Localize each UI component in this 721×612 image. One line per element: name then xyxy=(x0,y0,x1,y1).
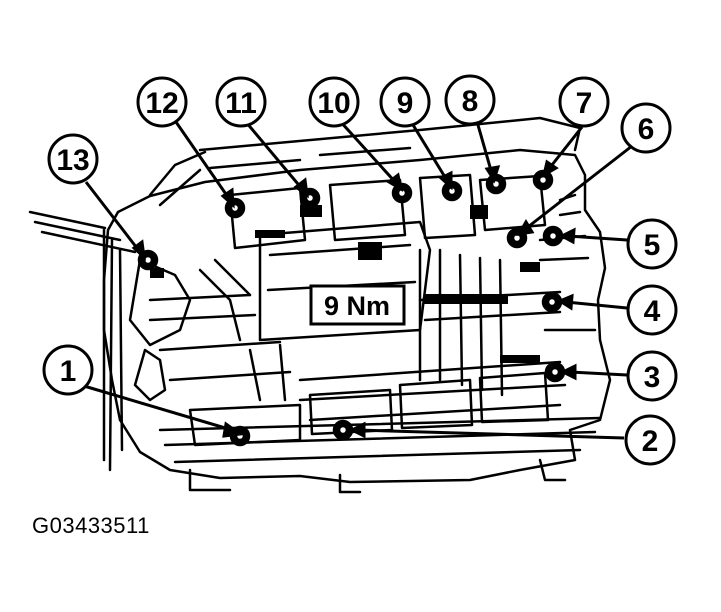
svg-text:3: 3 xyxy=(644,361,661,394)
callout-12: 12 xyxy=(136,76,188,128)
svg-text:1: 1 xyxy=(60,355,77,388)
bolt-13 xyxy=(137,249,159,271)
figure-id: G03433511 xyxy=(32,513,150,538)
callout-10: 10 xyxy=(308,76,360,128)
callout-1: 1 xyxy=(42,344,94,396)
callout-8: 8 xyxy=(444,74,496,126)
bolt-5 xyxy=(542,225,564,247)
callout-2: 2 xyxy=(624,414,676,466)
svg-text:6: 6 xyxy=(638,113,655,146)
callout-3: 3 xyxy=(626,350,678,402)
svg-text:11: 11 xyxy=(225,87,257,120)
svg-text:13: 13 xyxy=(56,144,89,177)
svg-text:9: 9 xyxy=(397,87,414,120)
callout-11: 11 xyxy=(215,76,267,128)
valve-body-shading xyxy=(150,205,540,363)
svg-text:2: 2 xyxy=(642,425,659,458)
bolt-6 xyxy=(506,227,528,249)
callout-6: 6 xyxy=(620,102,672,154)
callout-4: 4 xyxy=(626,284,678,336)
svg-text:4: 4 xyxy=(644,295,661,328)
svg-text:9 Nm: 9 Nm xyxy=(324,291,390,321)
svg-text:8: 8 xyxy=(462,85,479,118)
svg-text:12: 12 xyxy=(145,87,178,120)
callout-5: 5 xyxy=(626,218,678,270)
callout-9: 9 xyxy=(379,76,431,128)
svg-text:5: 5 xyxy=(644,229,661,262)
callout-7: 7 xyxy=(558,76,610,128)
svg-text:10: 10 xyxy=(317,87,350,120)
torque-spec-label: 9 Nm xyxy=(309,284,406,326)
leader-lines xyxy=(83,117,633,440)
bolt-2 xyxy=(332,419,354,441)
callout-13: 13 xyxy=(47,133,99,185)
bolt-4 xyxy=(541,291,563,313)
bolt-locations xyxy=(137,169,566,447)
svg-text:7: 7 xyxy=(576,87,593,120)
